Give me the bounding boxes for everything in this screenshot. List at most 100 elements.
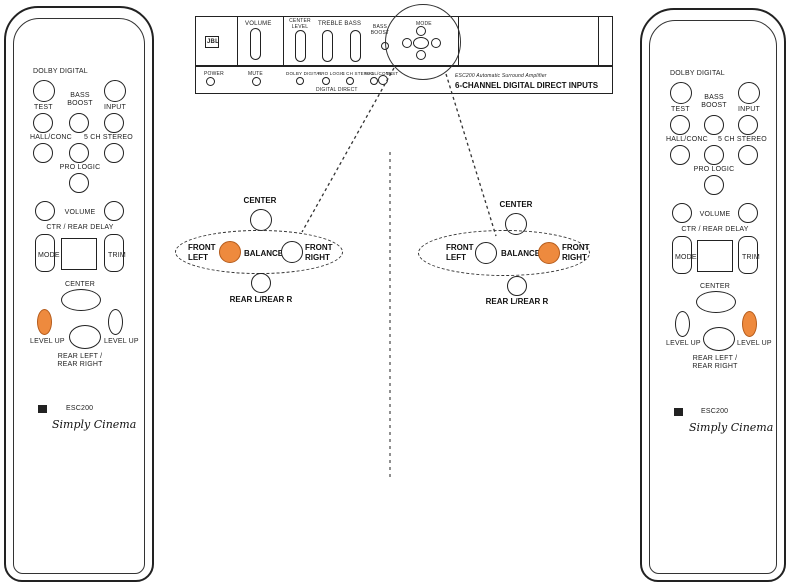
remote-right-center-label: CENTER	[700, 283, 730, 290]
remote-left-hall-label: HALL/CONC	[30, 134, 72, 141]
remote-left-mode-rocker[interactable]	[35, 234, 55, 272]
remote-left-input2-button[interactable]	[104, 113, 124, 133]
remote-right-volume-label: VOLUME	[699, 211, 731, 218]
remote-right-stereo-label: 5 CH STEREO	[718, 136, 767, 143]
amp-logo: JBL	[207, 39, 219, 45]
remote-right-dolby-label: DOLBY DIGITAL	[670, 70, 725, 77]
remote-left-test-button[interactable]	[33, 113, 53, 133]
left-connector-line	[301, 67, 395, 233]
remote-left-stereo1-button[interactable]	[69, 143, 89, 163]
remote-left-dolby-button[interactable]	[33, 80, 55, 102]
remote-left-level-right-button[interactable]	[108, 309, 123, 335]
amp-dolby-button[interactable]	[296, 77, 304, 85]
remote-right-input2-button[interactable]	[738, 115, 758, 135]
remote-left-volume-down-button[interactable]	[35, 201, 55, 221]
remote-left-trim-pad[interactable]	[61, 238, 97, 270]
amp-hall-button[interactable]	[370, 77, 378, 85]
remote-right-prologic-label: PRO LOGIC	[693, 166, 735, 173]
remote-right-model: ESC200	[701, 408, 729, 415]
remote-left-trim-rocker[interactable]	[104, 234, 124, 272]
remote-right-bass-button[interactable]	[704, 115, 724, 135]
remote-right-rear-button[interactable]	[703, 327, 735, 351]
remote-left-prologic-button[interactable]	[69, 173, 89, 193]
remote-right-volume-down-button[interactable]	[672, 203, 692, 223]
amp-divider-2	[283, 16, 284, 66]
remote-left-model: ESC200	[66, 405, 94, 412]
amp-mute-button[interactable]	[252, 77, 261, 86]
remote-left-center-button[interactable]	[61, 289, 101, 311]
remote-left-delay-label: CTR / REAR DELAY	[46, 224, 114, 231]
remote-right-trim-label: TRIM	[742, 254, 760, 261]
remote-right-prologic-button[interactable]	[704, 175, 724, 195]
remote-left-stereo2-button[interactable]	[104, 143, 124, 163]
amp-treble-bass-label: TREBLE BASS	[318, 21, 362, 27]
remote-right-trim-pad[interactable]	[697, 240, 733, 272]
remote-right-jbl-logo	[674, 408, 683, 416]
remote-right-trim-rocker[interactable]	[738, 236, 758, 274]
remote-left-level-left-label: LEVEL UP	[30, 338, 65, 345]
balance-right-front-left-label: FRONT LEFT	[446, 243, 474, 262]
remote-right-volume-up-button[interactable]	[738, 203, 758, 223]
balance-right-balance-label: BALANCE	[501, 249, 541, 258]
remote-right-test-label: TEST	[671, 106, 690, 113]
remote-left-rear-label: REAR LEFT / REAR RIGHT	[57, 353, 103, 368]
remote-left-center-label: CENTER	[65, 281, 95, 288]
balance-right-front-right-label: FRONT RIGHT	[562, 243, 590, 262]
remote-right-input-button[interactable]	[738, 82, 760, 104]
amp-mute-label: MUTE	[248, 71, 263, 77]
amp-power-button[interactable]	[206, 77, 215, 86]
balance-right-front-left-button[interactable]	[475, 242, 497, 264]
amp-product-line: ESC200 Automatic Surround Amplifier	[455, 73, 547, 79]
remote-right-level-right-label: LEVEL UP	[737, 340, 772, 347]
remote-right-level-left-button[interactable]	[675, 311, 690, 337]
amp-hall-label: HALL/CONC	[365, 71, 393, 76]
remote-left-volume-up-button[interactable]	[104, 201, 124, 221]
balance-left-center-button[interactable]	[250, 209, 272, 231]
amp-power-label: POWER	[204, 71, 224, 77]
amp-center-rocker[interactable]	[295, 30, 306, 62]
amp-bass-rocker[interactable]	[350, 30, 361, 62]
amp-prologic-button[interactable]	[322, 77, 330, 85]
balance-left-front-left-button[interactable]	[219, 241, 241, 263]
balance-left-rear-button[interactable]	[251, 273, 271, 293]
balance-right-rear-button[interactable]	[507, 276, 527, 296]
remote-right-mode-label: MODE	[675, 254, 697, 261]
remote-right-stereo1-button[interactable]	[704, 145, 724, 165]
amp-treble-rocker[interactable]	[322, 30, 333, 62]
remote-right-bass-label: BASS BOOST	[701, 94, 727, 109]
balance-left-front-right-button[interactable]	[281, 241, 303, 263]
amp-volume-rocker[interactable]	[250, 28, 261, 60]
balance-left-front-right-label: FRONT RIGHT	[305, 243, 333, 262]
remote-right-level-left-label: LEVEL UP	[666, 340, 701, 347]
remote-left-bass-button[interactable]	[69, 113, 89, 133]
remote-right-dolby-button[interactable]	[670, 82, 692, 104]
remote-right-input-label: INPUT	[738, 106, 760, 113]
amp-divider-4	[598, 16, 599, 66]
amp-stereo-button[interactable]	[346, 77, 354, 85]
remote-left-stereo-label: 5 CH STEREO	[84, 134, 133, 141]
remote-left-hall-button[interactable]	[33, 143, 53, 163]
remote-left-input-button[interactable]	[104, 80, 126, 102]
balance-left-balance-label: BALANCE	[244, 249, 284, 258]
amp-divider-1	[237, 16, 238, 66]
remote-right-rear-label: REAR LEFT / REAR RIGHT	[692, 355, 738, 370]
remote-right-mode-rocker[interactable]	[672, 236, 692, 274]
balance-right-front-right-button[interactable]	[538, 242, 560, 264]
remote-right-level-right-button[interactable]	[742, 311, 757, 337]
remote-left-trim-label: TRIM	[108, 252, 126, 259]
remote-left-brand: Simply Cinema	[52, 418, 137, 431]
remote-left-volume-label: VOLUME	[64, 209, 96, 216]
remote-left-rear-button[interactable]	[69, 325, 101, 349]
amp-dolby-label: DOLBY DIGITAL	[286, 71, 323, 76]
remote-left-jbl-logo	[38, 405, 47, 413]
right-connector-line	[445, 73, 497, 237]
balance-left-rear-label: REAR L/REAR R	[229, 295, 293, 304]
remote-left-level-left-button[interactable]	[37, 309, 52, 335]
remote-right-stereo2-button[interactable]	[738, 145, 758, 165]
remote-right-test-button[interactable]	[670, 115, 690, 135]
remote-right-hall-button[interactable]	[670, 145, 690, 165]
remote-right-delay-label: CTR / REAR DELAY	[681, 226, 749, 233]
amp-center-level-label: CENTER LEVEL	[289, 18, 311, 30]
remote-right-center-button[interactable]	[696, 291, 736, 313]
